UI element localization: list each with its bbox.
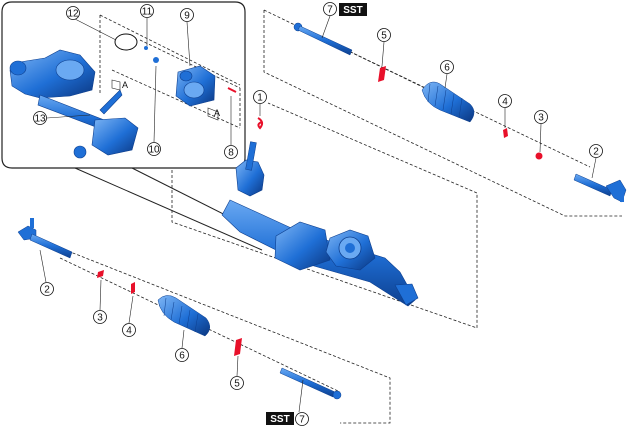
callout-4-upper: 4: [498, 94, 512, 108]
label-a-1: A: [122, 80, 128, 90]
callout-3-lower: 3: [93, 310, 107, 324]
tie-rod-end-upper: [573, 173, 627, 203]
callout-1-text: 1: [257, 93, 263, 104]
callout-12-text: 12: [67, 9, 79, 20]
callout-9: 9: [180, 8, 194, 22]
callout-2-lower: 2: [40, 282, 54, 296]
inset-a-marks: A A: [111, 79, 220, 121]
callout-6-lower-text: 6: [179, 351, 185, 362]
callout-2-upper-text: 2: [593, 147, 599, 158]
steering-gear-housing: [221, 141, 419, 307]
callout-2-upper: 2: [589, 144, 603, 158]
callout-3-lower-text: 3: [97, 313, 103, 324]
callout-12: 12: [66, 6, 80, 20]
callout-7-lower-text: 7: [299, 415, 305, 426]
tie-rod-lower: [279, 367, 342, 400]
callout-5-lower: 5: [230, 376, 244, 390]
clamp-small-upper: [535, 152, 543, 160]
main-gear-seal: [257, 117, 264, 130]
inset-bolt: [227, 87, 237, 93]
callout-9-text: 9: [184, 11, 190, 22]
callout-4-lower-text: 4: [126, 326, 132, 337]
callout-7-upper: 7: [323, 2, 337, 16]
inset-small-seal: [144, 46, 159, 63]
sst-label-top-text: SST: [343, 5, 362, 16]
callout-11-text: 11: [142, 7, 153, 18]
leader-lines: [39, 15, 597, 413]
clip-lower: [131, 282, 135, 294]
callout-7-upper-text: 7: [327, 5, 333, 16]
callout-7-lower: 7: [295, 412, 309, 426]
callout-2-lower-text: 2: [44, 285, 50, 296]
callout-11: 11: [140, 4, 154, 18]
boot-lower: [157, 295, 210, 337]
boot-upper: [421, 81, 475, 123]
callout-1: 1: [253, 90, 267, 104]
callout-6-upper: 6: [440, 60, 454, 74]
callout-13: 13: [33, 111, 47, 125]
callout-10: 10: [147, 142, 161, 156]
callout-13-text: 13: [34, 114, 46, 125]
inset-gear-housing: [9, 49, 139, 159]
clamp-lower: [234, 338, 242, 356]
callout-6-upper-text: 6: [444, 63, 450, 74]
callout-4-upper-text: 4: [502, 97, 508, 108]
callout-3-upper: 3: [534, 110, 548, 124]
inset-motor: [175, 65, 216, 107]
callout-10-text: 10: [148, 145, 160, 156]
callout-8-text: 8: [228, 148, 234, 159]
sst-label-bottom: SST: [266, 412, 294, 425]
callout-3-upper-text: 3: [538, 113, 544, 124]
tie-rod-end-lower: [17, 218, 73, 259]
callout-6-lower: 6: [175, 348, 189, 362]
clip-upper: [503, 128, 508, 138]
callout-5-upper-text: 5: [381, 31, 387, 42]
callout-8: 8: [224, 145, 238, 159]
tie-rod-upper: [293, 22, 353, 56]
callout-4-lower: 4: [122, 323, 136, 337]
label-a-2: A: [214, 108, 220, 118]
clamp-small-lower: [97, 270, 104, 278]
assembly-guide-lines: [39, 9, 622, 424]
sst-label-bottom-text: SST: [270, 414, 289, 425]
inset-o-ring: [114, 33, 138, 51]
sst-label-top: SST: [339, 3, 367, 16]
callout-5-upper: 5: [377, 28, 391, 42]
clamp-upper: [378, 66, 386, 82]
callout-5-lower-text: 5: [234, 379, 240, 390]
